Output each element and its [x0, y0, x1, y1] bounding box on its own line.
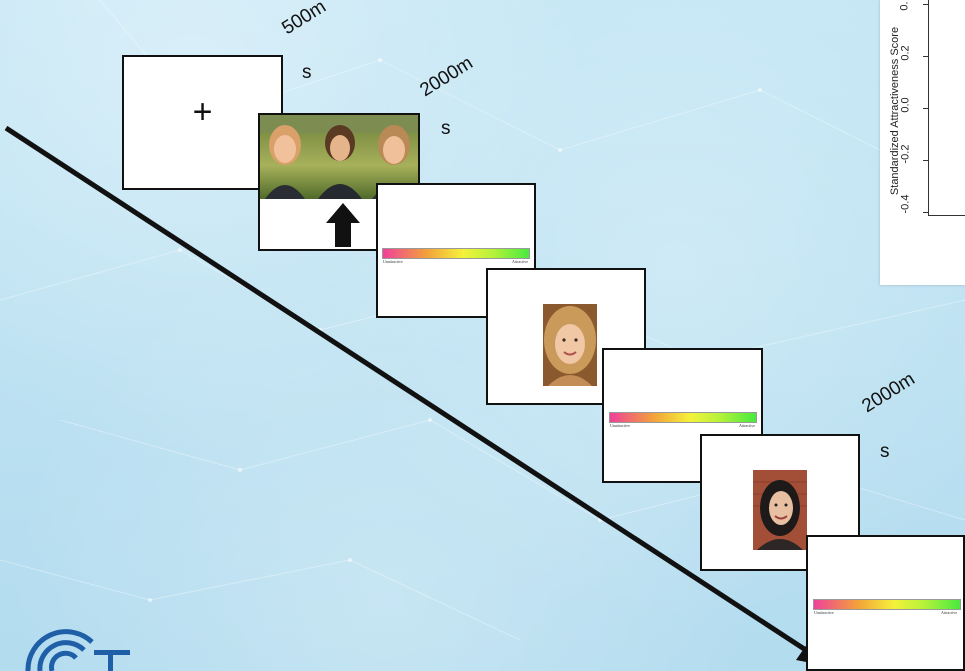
- chart-tick-mark: [923, 108, 928, 109]
- rating-panel-3: Unattractive Attractive: [806, 535, 965, 671]
- group-duration-unit: s: [441, 118, 451, 139]
- rating-high-label: Attractive: [941, 610, 957, 615]
- rating-high-label: Attractive: [739, 423, 755, 428]
- up-arrow-icon: [326, 203, 360, 247]
- chart-tick-mark: [923, 4, 928, 5]
- rating-low-label: Unattractive: [610, 423, 630, 428]
- face-photo-1: [543, 304, 597, 386]
- rating-scale-bar: [609, 412, 757, 423]
- rating-high-label: Attractive: [512, 259, 528, 264]
- rating-low-label: Unattractive: [814, 610, 834, 615]
- attractiveness-chart-fragment: Standardized Attractiveness Score -0.4 -…: [880, 0, 965, 285]
- chart-x-axis-line: [928, 215, 965, 216]
- chart-y-axis-line: [928, 0, 929, 215]
- chart-tick-mark: [923, 212, 928, 213]
- fixation-cross: +: [192, 93, 213, 131]
- rating-scale-bar: [813, 599, 961, 610]
- chart-tick-mark: [923, 56, 928, 57]
- chart-tick-mark: [923, 160, 928, 161]
- face-photo-2: [753, 470, 807, 550]
- rating-low-label: Unattractive: [383, 259, 403, 264]
- face-duration-unit: s: [880, 441, 890, 462]
- institution-logo-icon: [25, 629, 130, 671]
- rating-scale-bar: [382, 248, 530, 259]
- fixation-duration-unit: s: [302, 62, 312, 83]
